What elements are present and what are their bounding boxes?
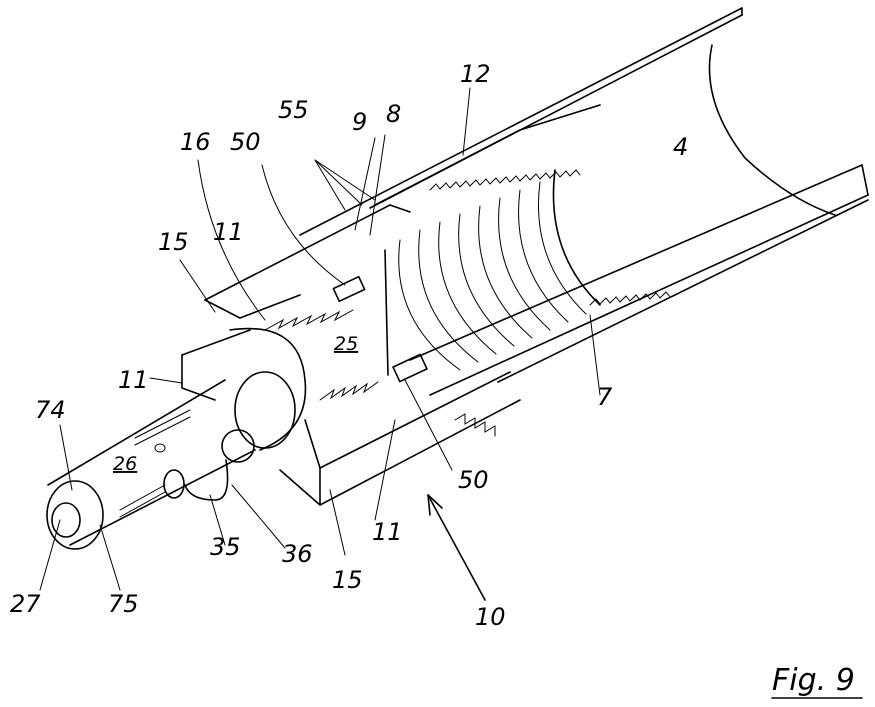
label-50-top: 50	[230, 128, 261, 156]
label-74: 74	[35, 396, 66, 424]
label-12: 12	[460, 60, 491, 88]
outer-sleeve	[299, 7, 869, 437]
label-25: 25	[334, 333, 358, 355]
figure-caption: Fig. 9	[772, 663, 855, 698]
label-50-right: 50	[458, 466, 489, 494]
label-7: 7	[597, 383, 613, 411]
label-11-top: 11	[213, 218, 244, 246]
labels: 12 4 16 50 55 9 8 15 11 25 11 74 26 7 50…	[10, 60, 863, 699]
label-9: 9	[352, 108, 367, 136]
label-55: 55	[278, 96, 309, 124]
housing-block	[181, 204, 521, 506]
label-15-bottom: 15	[332, 566, 363, 594]
label-75: 75	[108, 590, 139, 618]
label-26: 26	[113, 453, 137, 475]
label-35: 35	[210, 533, 241, 561]
label-11-left: 11	[118, 366, 149, 394]
leader-lines	[39, 87, 601, 601]
label-16: 16	[180, 128, 211, 156]
label-4: 4	[673, 133, 688, 161]
label-27: 27	[10, 590, 41, 618]
label-8: 8	[386, 100, 401, 128]
spring	[264, 275, 428, 401]
shaft	[46, 327, 307, 550]
label-15-top: 15	[158, 228, 189, 256]
threaded-section	[384, 169, 601, 376]
label-36: 36	[282, 540, 313, 568]
label-11-bottom: 11	[372, 518, 403, 546]
label-10: 10	[475, 603, 506, 631]
